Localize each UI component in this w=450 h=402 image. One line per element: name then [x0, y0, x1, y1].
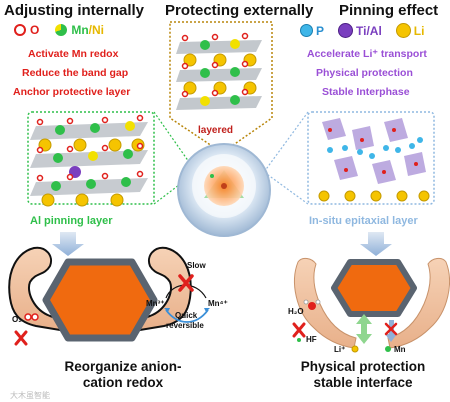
caption-reorganize-redox: Reorganize anion- cation redox [38, 359, 208, 391]
effect-activate-mn-redox: Activate Mn redox [28, 48, 119, 60]
water-molecule-icon [303, 299, 321, 310]
reversible-label: reversible [166, 321, 204, 330]
caption-line: cation redox [82, 375, 164, 390]
quick-label: Quick [175, 311, 198, 320]
hf-molecule-icon [297, 338, 301, 342]
epitaxial-box [307, 111, 435, 205]
li-plus-label: Li⁺ [334, 345, 345, 354]
connector-right [263, 171, 309, 205]
legend-tial-label: Ti/Al [356, 23, 382, 38]
al-pinning-box [27, 111, 155, 205]
legend-li-label: Li [413, 23, 425, 38]
mn-label: Mn [394, 345, 406, 354]
phosphorus-atom-icon [300, 24, 313, 37]
header-adjusting-internally: Adjusting internally [4, 2, 145, 19]
caption-physical-protection: Physical protection stable interface [278, 359, 448, 391]
caption-line: stable interface [313, 375, 413, 390]
caption-line: Reorganize anion- [64, 359, 182, 374]
caption-line: Physical protection [300, 359, 426, 374]
layered-box [169, 21, 273, 151]
mn-ni-atom-icon [55, 24, 68, 36]
legend-right: P Ti/Al Li [300, 23, 424, 38]
effect-physical-protection: Physical protection [316, 67, 413, 79]
slow-blocked-x-icon [178, 274, 194, 292]
down-arrow-right [360, 232, 392, 256]
li-transport-arrow [356, 314, 372, 344]
mn-blocked-arrow [384, 320, 398, 342]
epitaxial-structure [307, 111, 435, 205]
effect-accelerate-li-transport: Accelerate Li⁺ transport [307, 48, 427, 60]
effect-stable-interphase: Stable Interphase [322, 86, 410, 98]
particle-sphere [177, 143, 271, 237]
hexagon-particle-right [331, 259, 417, 317]
blocked-x-icon [14, 330, 28, 346]
down-arrow-left [52, 232, 84, 256]
effect-reduce-band-gap: Reduce the band gap [22, 67, 129, 79]
protecting-hands-illustration [294, 257, 450, 349]
o2-molecule-icon [24, 313, 39, 321]
reversible-arrow-bottom [165, 309, 209, 323]
mn4-label: Mn⁴⁺ [208, 299, 228, 308]
legend-left: O Mn /Ni [14, 23, 104, 37]
mn-ni-atoms [51, 121, 135, 191]
ti-al-atom-icon [338, 23, 354, 38]
oxygen-atom-icon [14, 24, 26, 36]
header-protecting-externally: Protecting externally [165, 2, 314, 19]
legend-ni-label: /Ni [88, 23, 105, 37]
epitaxial-label: In-situ epitaxial layer [309, 215, 419, 227]
lithium-atom-icon [395, 23, 411, 38]
header-pinning-effect: Pinning effect [339, 2, 439, 19]
h2o-label: H₂O [288, 307, 304, 316]
li-ion-icon [351, 345, 359, 353]
legend-p-label: P [316, 23, 325, 38]
hf-label: HF [306, 335, 317, 344]
mn3-label: Mn³⁺ [146, 299, 164, 308]
effect-anchor-protective-layer: Anchor protective layer [13, 86, 131, 98]
oxygen-atoms [36, 114, 144, 182]
legend-o-label: O [30, 23, 40, 37]
hf-blocked-x-icon [292, 322, 306, 338]
connector-right-top [263, 111, 309, 173]
o2-label: O₂ [12, 315, 22, 324]
hexagon-particle-left [42, 258, 158, 342]
flexing-arms-illustration [8, 246, 192, 332]
mn-ion-icon [385, 346, 391, 352]
al-pinning-structure [27, 111, 155, 207]
al-pinning-label: Al pinning layer [30, 215, 113, 227]
layered-label: layered [198, 125, 233, 136]
layered-structure: layered [169, 21, 273, 179]
watermark-text: 大木虽智能 [10, 390, 50, 400]
legend-mn-label: Mn [71, 23, 89, 37]
slow-label: Slow [187, 261, 206, 270]
